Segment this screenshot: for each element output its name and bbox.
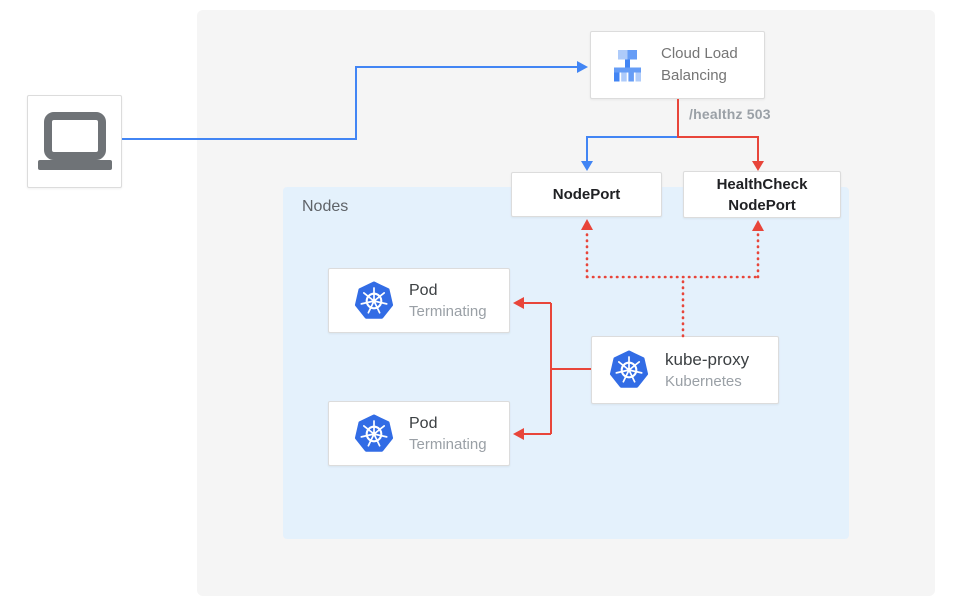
pod-card: Pod Terminating (328, 268, 510, 333)
client-card (27, 95, 122, 188)
healthcheck-nodeport-label: HealthCheck NodePort (716, 175, 808, 214)
nodeport-label: NodePort (552, 186, 621, 203)
nodeport-box: NodePort (511, 172, 662, 217)
cloud-load-balancing-card: Cloud Load Balancing (590, 31, 765, 99)
pod-card: Pod Terminating (328, 401, 510, 466)
pod-title: Pod (409, 414, 438, 432)
nodes-region-label: Nodes (302, 198, 349, 215)
pod-title: Pod (409, 281, 438, 299)
kubernetes-icon (354, 281, 394, 321)
kube-proxy-subtitle: Kubernetes (665, 373, 742, 390)
pod-status: Terminating (409, 302, 487, 320)
healthcheck-nodeport-box: HealthCheck NodePort (683, 171, 841, 218)
healthz-status-label: /healthz 503 (689, 106, 771, 122)
kube-proxy-card: kube-proxy Kubernetes (591, 336, 779, 404)
kube-proxy-title: kube-proxy (665, 350, 750, 369)
pod-status: Terminating (409, 435, 487, 453)
laptop-icon (37, 111, 112, 170)
kubernetes-icon (609, 350, 649, 390)
cloud-load-balancing-icon (614, 50, 641, 82)
cloud-load-balancing-label: Cloud Load Balancing (661, 45, 738, 84)
kubernetes-icon (354, 414, 394, 454)
